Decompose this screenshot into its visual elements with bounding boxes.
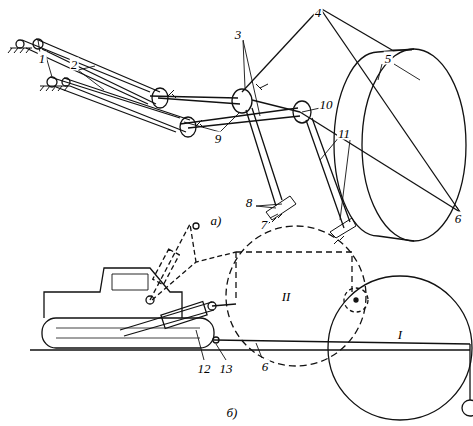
callout-number: 9	[214, 132, 223, 145]
figure-label: б)	[226, 406, 239, 419]
lifting-frame	[242, 8, 460, 228]
callout-number: 11	[337, 127, 351, 140]
callout-number: II	[281, 290, 292, 303]
callout-number: 7	[260, 218, 269, 231]
callout-number: 8	[245, 196, 254, 209]
callout-number: 2	[70, 58, 79, 71]
leader-lines	[38, 40, 460, 220]
pivot-supports	[8, 48, 70, 91]
callout-number: 4	[314, 6, 323, 19]
leader-lines-b	[196, 330, 262, 360]
hydraulic-cylinders	[16, 39, 300, 132]
pivot-rollers	[152, 88, 311, 137]
reel-positions	[226, 226, 473, 420]
callout-number: 13	[219, 362, 234, 375]
callout-number: 6	[261, 360, 270, 373]
supports	[256, 84, 356, 244]
callout-number: I	[397, 328, 403, 341]
callout-number: 10	[319, 98, 334, 111]
callout-number: 5	[384, 52, 393, 65]
reel-cylinder	[334, 49, 466, 241]
callout-number: 1	[38, 52, 47, 65]
figure-label: а)	[210, 214, 223, 227]
crawler-tractor	[42, 223, 470, 348]
callout-number: 3	[234, 28, 243, 41]
callout-number: 12	[197, 362, 212, 375]
callout-number: 6	[454, 212, 463, 225]
